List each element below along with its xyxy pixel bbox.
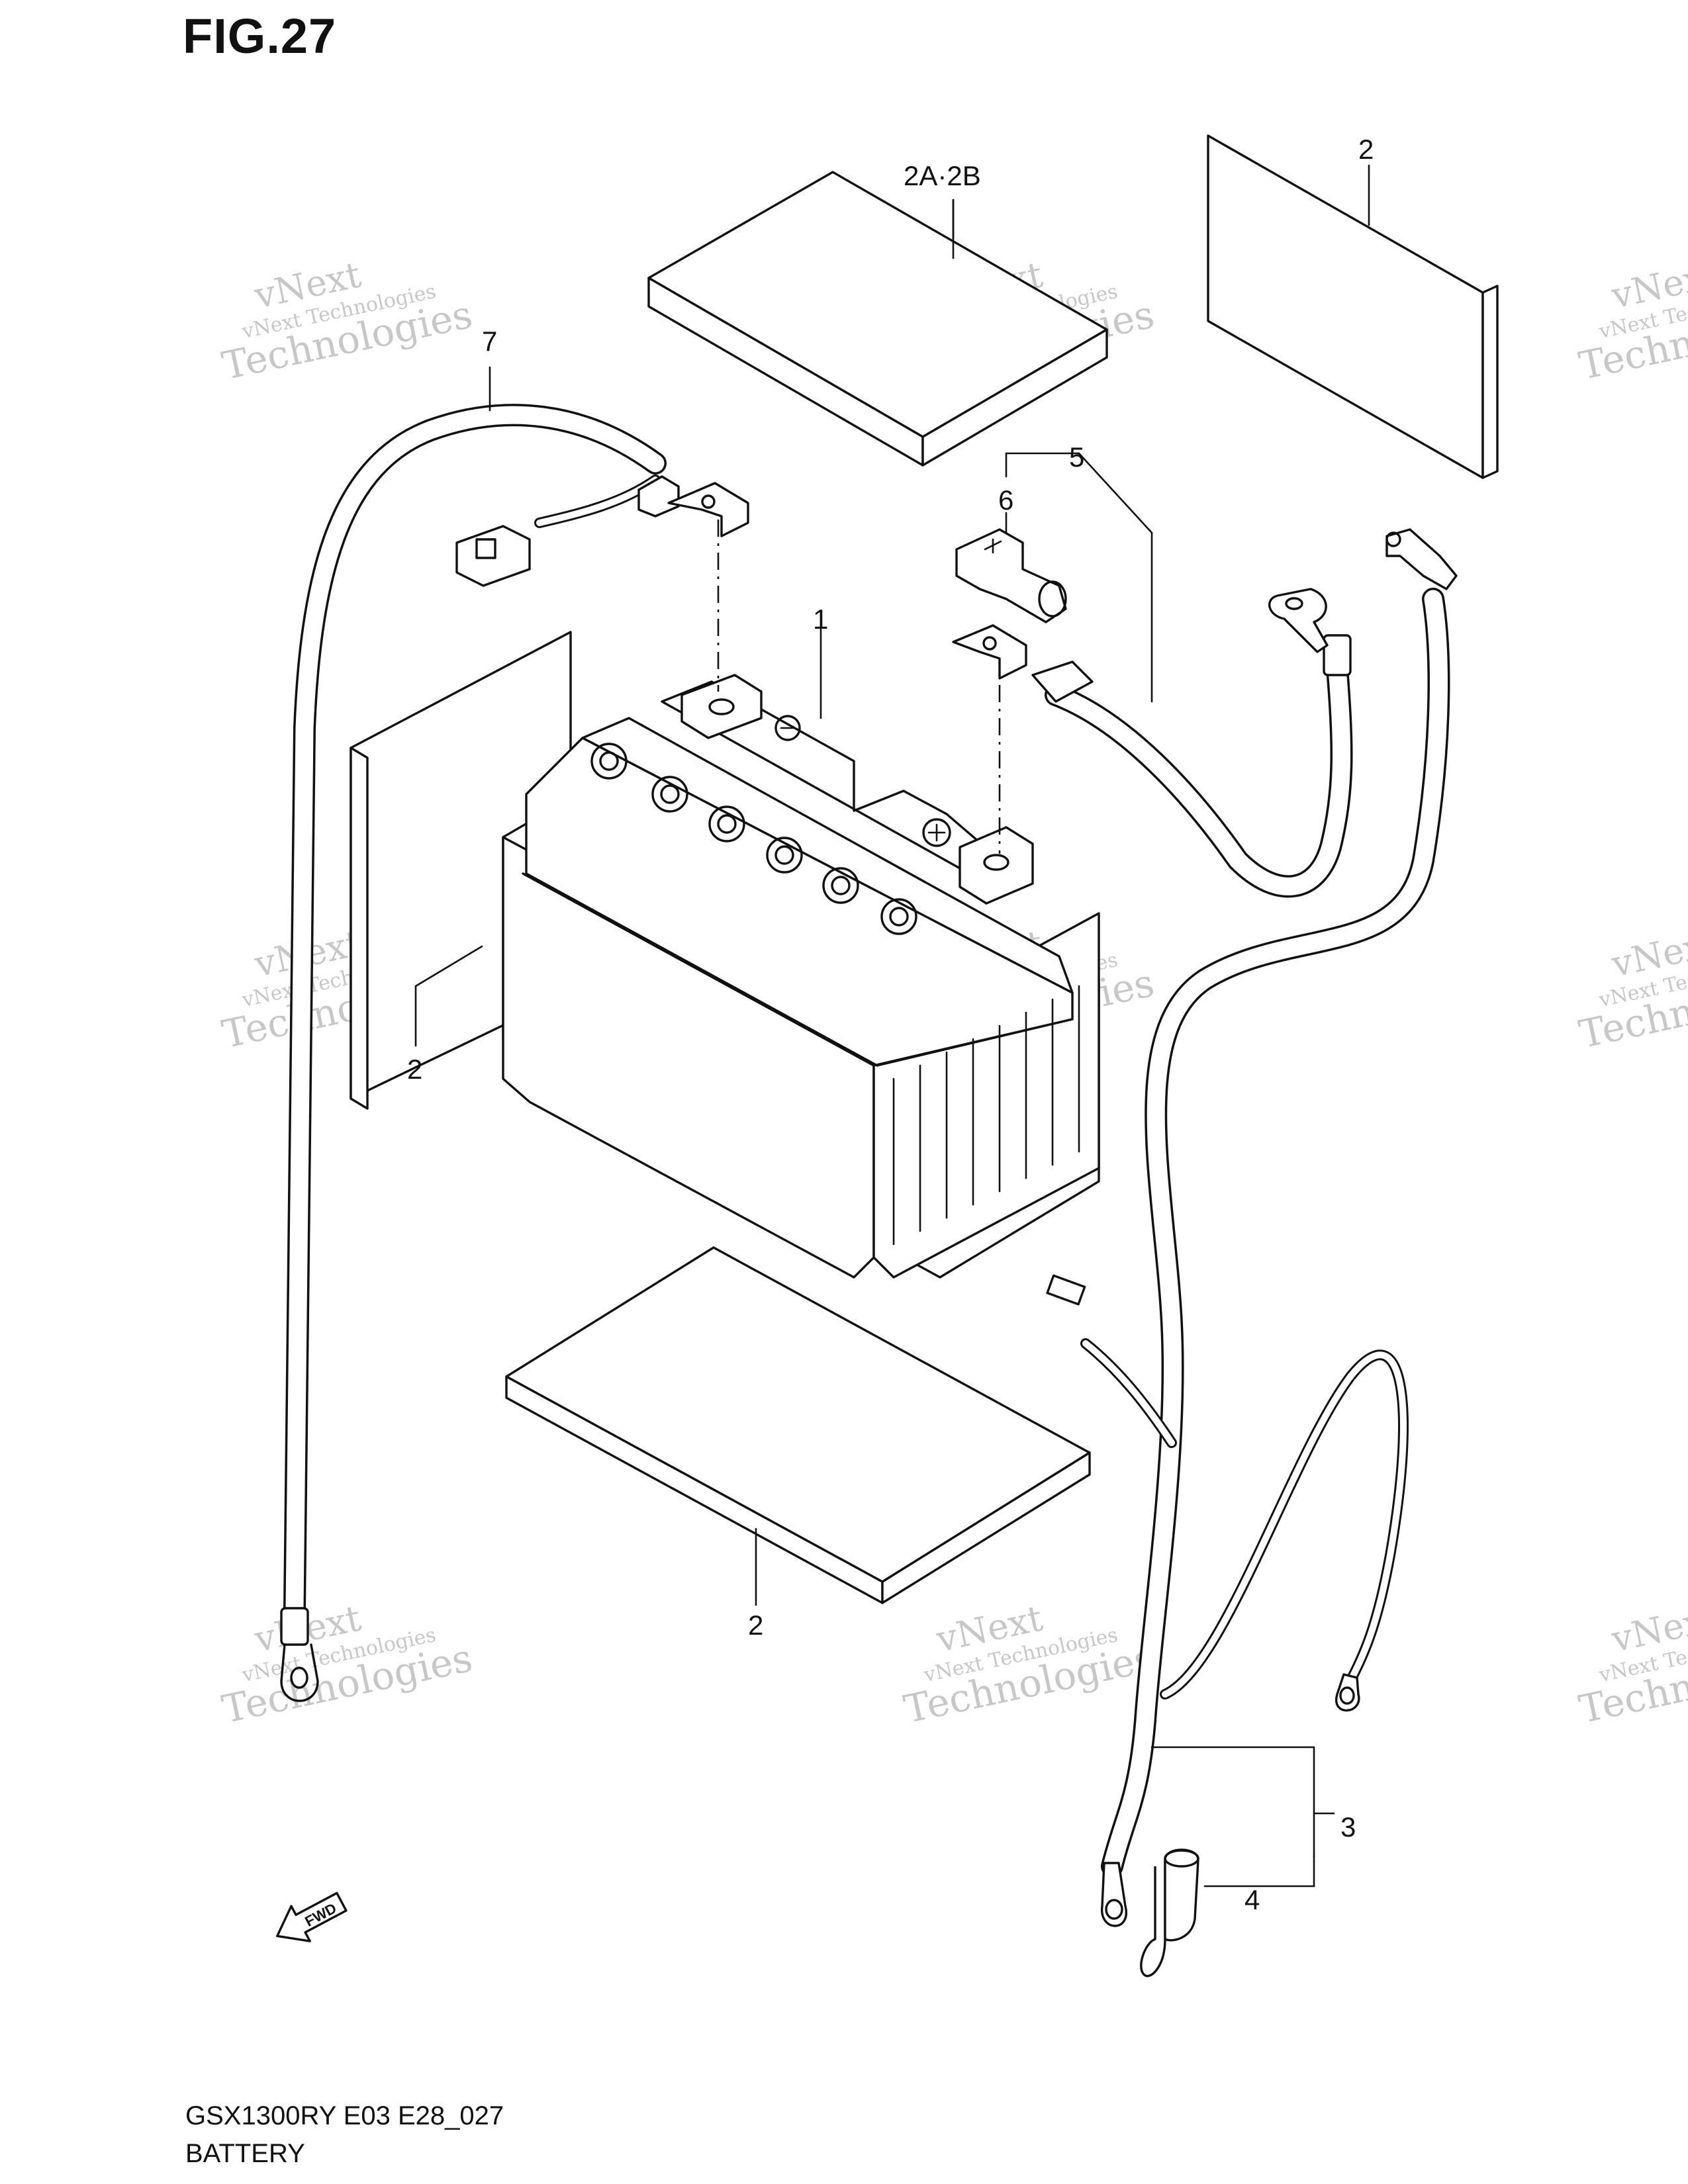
model-code: GSX1300RY E03 E28_027 <box>185 2101 504 2130</box>
cable-starter-lead <box>1046 528 1458 1927</box>
callout-5: 5 <box>1069 441 1084 473</box>
watermark: vNext vNext Technologies Technologies <box>900 1597 1158 1732</box>
callout-3: 3 <box>1340 1811 1356 1843</box>
callout-labels: 2A·2B 2 7 5 6 1 2 2 3 4 <box>407 134 1374 1915</box>
pad-2a-2b <box>647 171 1108 467</box>
positive-ring-terminal <box>1268 588 1352 676</box>
watermark: vNext vNext Technologies Technologies <box>1575 922 1688 1057</box>
figure-caption: BATTERY <box>185 2139 305 2168</box>
cell-caps <box>590 743 917 935</box>
pad-right <box>1207 134 1499 479</box>
watermark: vNext vNext Technologies Technologies <box>1575 1597 1688 1732</box>
negative-terminal <box>680 674 801 741</box>
coupler <box>455 475 680 587</box>
starter-ring-terminal <box>1101 1673 1360 1927</box>
fwd-arrow-icon: FWD <box>276 1891 348 1942</box>
pad-bottom <box>505 1246 1091 1606</box>
terminal-cover <box>955 512 1067 623</box>
callout-2-top: 2 <box>1358 134 1374 165</box>
starter-top-bracket <box>1385 528 1458 590</box>
battery <box>502 627 1100 1279</box>
watermark: vNext vNext Technologies Technologies <box>218 253 477 388</box>
cable-positive-lead <box>952 452 1353 898</box>
callout-1: 1 <box>813 604 828 635</box>
negative-cable-bracket <box>667 482 749 537</box>
terminal-boot <box>1140 1848 1315 1978</box>
callout-2-bottom: 2 <box>748 1610 763 1641</box>
ring-lug <box>280 1607 319 1702</box>
figure-title: FIG.27 <box>183 9 337 64</box>
callout-2-left: 2 <box>407 1054 422 1085</box>
cable-negative-lead <box>280 366 749 1702</box>
battery-ribs <box>892 985 1080 1246</box>
callout-2a-2b: 2A·2B <box>904 160 981 191</box>
watermark: vNext vNext Technologies Technologies <box>1575 253 1688 388</box>
positive-terminal <box>922 818 1034 905</box>
callout-6: 6 <box>998 484 1013 516</box>
positive-cable-bracket <box>952 624 1094 703</box>
callout-7: 7 <box>482 326 497 357</box>
watermark: vNext vNext Technologies Technologies <box>218 1597 477 1732</box>
callout-4: 4 <box>1244 1884 1260 1915</box>
